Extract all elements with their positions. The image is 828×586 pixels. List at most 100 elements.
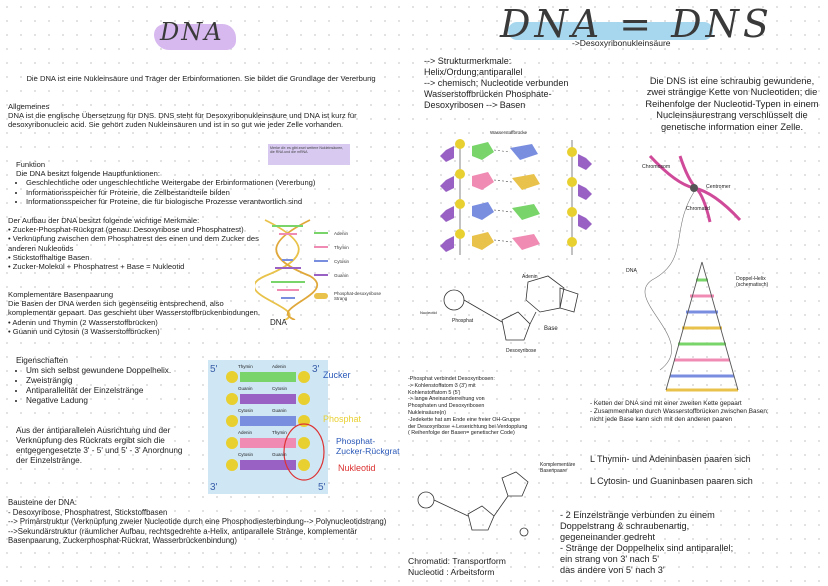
label-base: Base bbox=[544, 326, 558, 332]
heading-allgemeines: Allgemeines bbox=[8, 102, 50, 111]
einzel-line: das andere von 5' nach 3' bbox=[560, 565, 665, 575]
strukturmerkmale: --> Strukturmerkmale: Helix/Ordung;antip… bbox=[424, 56, 584, 111]
einzel-line: gegeneinander gedreht bbox=[560, 532, 656, 542]
section-bausteine: Bausteine der DNA: - Desoxyribose, Phosp… bbox=[8, 498, 404, 546]
page-title-dna-dns: DNA = DNS bbox=[500, 2, 773, 46]
label-basenpaare: Komplementäre Basenpaare bbox=[540, 462, 576, 474]
list-item: • Adenin und Thymin (2 Wasserstoffbrücke… bbox=[8, 317, 158, 327]
struktur-line: --> chemisch; Nucleotide verbunden bbox=[424, 78, 569, 88]
pair-label: Thymin bbox=[238, 364, 253, 369]
legend-item: Thymin bbox=[314, 240, 394, 254]
basenpaare-line1: L Thymin- und Adeninbasen paaren sich bbox=[590, 454, 751, 464]
heading-funktion: Funktion bbox=[16, 160, 46, 169]
label-phosphat: Phosphat bbox=[323, 414, 362, 424]
section-allgemeines: Allgemeines DNA ist die englische Überse… bbox=[8, 102, 388, 130]
pair-label: Guanin bbox=[238, 386, 253, 391]
struktur-line: Wasserstoffbrücken Phosphate- bbox=[424, 89, 552, 99]
ketten-notes: - Ketten der DNA sind mit einer zweiten … bbox=[590, 400, 824, 424]
page-title-dna: DNA bbox=[154, 18, 236, 52]
ladder-diagram bbox=[208, 360, 328, 494]
list-item: Zweisträngig bbox=[26, 376, 206, 386]
label-doppelhelix: Doppel-Helix (schematisch) bbox=[736, 276, 769, 288]
pair-label: Adenin bbox=[238, 430, 253, 435]
deoxyribose-sketch bbox=[417, 471, 529, 537]
label-dna-right: DNA bbox=[626, 268, 637, 274]
heading-eigenschaften: Eigenschaften bbox=[16, 356, 68, 365]
list-funktion: Geschlechtliche oder ungeschlechtliche W… bbox=[16, 178, 396, 206]
legend-swatch bbox=[314, 274, 328, 276]
list-item: Informationsspeicher für Proteine, die Z… bbox=[26, 188, 396, 197]
list-item: • Guanin und Cytosin (3 Wasserstoffbrück… bbox=[8, 326, 160, 336]
list-item: • Zucker-Molekül + Phosphatrest + Base =… bbox=[8, 262, 185, 272]
list-item: • Verknüpfung zwischen dem Phosphatrest … bbox=[8, 234, 259, 253]
legend-swatch bbox=[314, 293, 328, 299]
list-eigenschaften: Um sich selbst gewundene Doppelhelix. Zw… bbox=[16, 366, 206, 406]
title-text: DNA bbox=[160, 18, 224, 46]
helix-caption: DNA bbox=[270, 318, 287, 327]
end-label-bl: 3' bbox=[210, 482, 218, 493]
label-phosphat-small: Phosphat bbox=[452, 318, 474, 324]
einzelstraenge: - 2 Einzelstränge verbunden zu einem Dop… bbox=[560, 510, 824, 576]
label-desoxyribose: Desoxyribose bbox=[506, 348, 537, 354]
pair-label: Cytosin bbox=[238, 452, 254, 457]
section-eigenschaften: Eigenschaften Um sich selbst gewundene D… bbox=[16, 356, 206, 406]
pair-label: Adenin bbox=[272, 364, 287, 369]
chromosome-illustration bbox=[644, 154, 742, 392]
list-item: Antiparallelität der Einzelstränge bbox=[26, 386, 206, 396]
text-allgemeines: DNA ist die englische Übersetzung für DN… bbox=[8, 111, 357, 130]
legend-item: Cytosin bbox=[314, 254, 394, 268]
list-item: Negative Ladung bbox=[26, 396, 206, 406]
bausteine-line: - Desoxyribose, Phosphatrest, Stickstoff… bbox=[8, 507, 168, 517]
caption-line: Chromatid: Transportform bbox=[408, 556, 506, 566]
dns-description: Die DNS ist eine schraubig gewundene, zw… bbox=[645, 76, 819, 132]
note-line: ( Reihenfolge der Basen= genetischer Cod… bbox=[408, 430, 515, 437]
list-item: • Stickstoffhaltige Basen bbox=[8, 252, 90, 262]
pair-label: Guanin bbox=[272, 452, 287, 457]
antiparallel-text: Aus der antiparallelen Ausrichtung und d… bbox=[16, 426, 183, 465]
bausteine-line: -->Sekundärstruktur (räumlicher Aufbau, … bbox=[8, 526, 358, 546]
note-line: Phosphaten und Desoxyribosen bbox=[408, 403, 485, 410]
note-line: Kohlenstoffatom 5 (5') bbox=[408, 389, 461, 396]
note-line: Nukleinsäure(n) bbox=[408, 409, 447, 416]
struktur-line: Helix/Ordung;antiparallel bbox=[424, 67, 523, 77]
nucleotide-structure bbox=[443, 275, 579, 341]
einzel-line: Doppelstrang & schraubenartig, bbox=[560, 521, 690, 531]
note-line: -Jedekette hat am Ende eine freier OH-Gr… bbox=[408, 416, 521, 423]
label-nucleotid-small: Nucleotid bbox=[420, 310, 437, 315]
pair-label: Cytosin bbox=[272, 386, 288, 391]
note-line: -> lange Aneinanderreihung von bbox=[408, 396, 485, 403]
bausteine-line: --> Primärstruktur (Verknüpfung zweier N… bbox=[8, 517, 387, 527]
legend-item: Phosphat-desoxyribose Strang bbox=[314, 288, 394, 304]
legend-swatch bbox=[314, 260, 328, 262]
helix-legend: Adenin Thymin Cytosin Guanin Phosphat-de… bbox=[314, 226, 394, 304]
label-zucker: Zucker bbox=[323, 370, 351, 380]
ladder-svg bbox=[226, 371, 325, 481]
legend-swatch bbox=[314, 246, 328, 248]
text-komplementaer: Die Basen der DNA werden sich gegenseiti… bbox=[8, 299, 261, 318]
note-line: der Desoxyribose + Leserichtung bei Verd… bbox=[408, 423, 528, 430]
list-item: Um sich selbst gewundene Doppelhelix. bbox=[26, 366, 206, 376]
note-line: - Zusammenhalten durch Wasserstoffbrücke… bbox=[590, 408, 769, 415]
struktur-line: Desoxyribosen --> Basen bbox=[424, 100, 526, 110]
section-aufbau: Der Aufbau der DNA besitzt folgende wich… bbox=[8, 216, 264, 271]
end-label-tr: 3' bbox=[312, 364, 320, 375]
phosphat-notes: -Phosphat verbindet Desoxyribosen: -> Ko… bbox=[408, 376, 576, 437]
label-rueckgrat: Phosphat-Zucker-Rückgrat bbox=[336, 436, 400, 456]
base-pair-diagram bbox=[440, 139, 592, 255]
label-wasserstoff: Wasserstoffbrücke bbox=[490, 130, 528, 135]
pair-label: Thymin bbox=[272, 430, 287, 435]
list-item: Informationsspeicher für Proteine, die f… bbox=[26, 197, 396, 206]
note-line: -> Kohlenstoffatom 3 (3') mit bbox=[408, 382, 476, 389]
note-box: Merke dir: es gibt zwei weitere Nukleins… bbox=[268, 144, 350, 165]
note-line: nicht jede Base kann sich mit den andere… bbox=[590, 416, 733, 423]
end-label-tl: 5' bbox=[210, 364, 218, 375]
end-label-br: 5' bbox=[318, 482, 326, 493]
note-line: -Phosphat verbindet Desoxyribosen: bbox=[408, 376, 495, 382]
text-funktion: Die DNA besitzt folgende Hauptfunktionen… bbox=[16, 169, 160, 179]
label-chromatid: Chromatid bbox=[686, 206, 710, 212]
struktur-line: --> Strukturmerkmale: bbox=[424, 56, 512, 66]
einzel-line: ein strang von 3' nach 5' bbox=[560, 554, 660, 564]
legend-item: Guanin bbox=[314, 268, 394, 282]
legend-item: Adenin bbox=[314, 226, 394, 240]
label-adenin: Adenin bbox=[522, 274, 538, 280]
